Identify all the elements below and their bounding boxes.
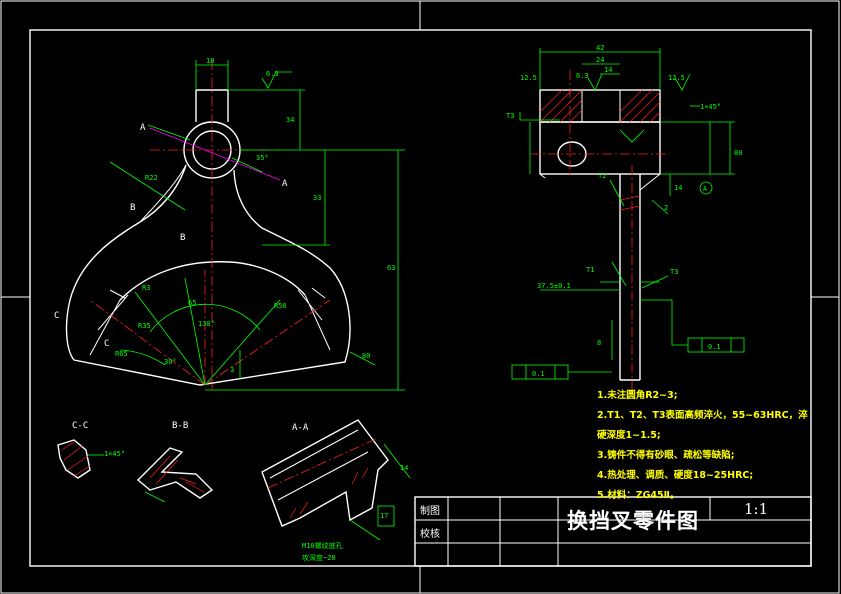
section-line-aa — [149, 127, 281, 181]
fork-outline — [65, 164, 351, 386]
fork-side-view — [511, 48, 745, 395]
title-block — [414, 496, 812, 567]
datum-a-label: A — [703, 185, 708, 193]
dim-r22 — [109, 161, 186, 211]
note-2: 2.T1、T2、T3表面高频淬火，55~63HRC，淬 — [597, 410, 808, 421]
dim-33: 33 — [313, 194, 321, 202]
dim-34: 34 — [286, 116, 294, 124]
note-6: 5.材料：ZG45Ⅱ。 — [597, 490, 680, 501]
section-aa — [261, 419, 411, 541]
section-cc — [57, 439, 104, 479]
tol-right: 0.1 — [708, 343, 721, 351]
dim-r3 — [134, 291, 206, 386]
hub-block-top — [539, 89, 661, 123]
dim-8: 8 — [597, 339, 601, 347]
fork-inner-arc — [119, 261, 306, 301]
dim-arc-130 — [149, 303, 261, 333]
label-c-left: C — [54, 311, 59, 321]
hub-hatching — [539, 89, 661, 123]
fork-radial-lines — [89, 270, 331, 386]
hub-boss — [195, 89, 229, 122]
label-section-bb: B-B — [172, 421, 188, 431]
t3-leader — [519, 112, 560, 121]
dim-r35-label: R35 — [138, 322, 151, 330]
dim-63: 63 — [387, 264, 395, 272]
aa-note-1: M10螺纹底孔 — [302, 541, 343, 550]
dim-arc-30 — [119, 349, 166, 366]
dim-24: 24 — [596, 56, 604, 64]
roughness-symbol — [261, 71, 292, 89]
datum-a-circle — [699, 181, 713, 195]
title-drawn-label: 制图 — [420, 506, 440, 517]
fork-inner-edge — [139, 164, 187, 223]
drawing-title: 换挡叉零件图 — [567, 509, 699, 533]
fork-tip-edge-left — [109, 289, 126, 299]
roughness-label: 6.3 — [266, 70, 279, 78]
dim-35-label: 35° — [256, 154, 269, 162]
note-4: 3.铸件不得有砂眼、疏松等缺陷; — [597, 450, 735, 461]
dim-r65 — [184, 277, 206, 386]
dim-30-label: 30° — [164, 358, 177, 366]
dim-r65b-label: R65 — [115, 350, 128, 358]
note-3: 硬深度1~1.5; — [597, 430, 661, 441]
label-t2: T2 — [598, 172, 606, 180]
label-section-aa: A-A — [292, 423, 309, 433]
dim-125b: 12.5 — [668, 74, 685, 82]
dim-375: 37.5±0.1 — [537, 282, 571, 290]
label-t3-top: T3 — [506, 112, 514, 120]
dim-14b: 14 — [674, 184, 682, 192]
fork-tip-left — [89, 294, 129, 356]
note-5: 4.热处理、调质、硬度18~25HRC; — [597, 470, 754, 481]
fork-stem — [619, 174, 641, 381]
dim-2: 2 — [664, 204, 668, 212]
dim-a-leader — [147, 124, 191, 141]
dim-3-label: 3 — [230, 366, 234, 374]
note-1: 1.未注圆角R2~3; — [597, 390, 678, 401]
label-c-right: C — [104, 339, 109, 349]
dim-line-2 — [651, 199, 669, 215]
dim-80-label: 80 — [362, 352, 370, 360]
tol-left: 0.1 — [532, 370, 545, 378]
label-a-top: A — [140, 123, 146, 133]
aa-note-2: 攻深度~28 — [302, 553, 336, 562]
aa-dim-14: 14 — [400, 464, 408, 472]
label-b-right: B — [180, 233, 185, 243]
drawing-scale: 1:1 — [744, 500, 769, 518]
dim-80r: 80 — [734, 149, 742, 157]
fork-front-view — [65, 60, 405, 391]
dim-35-leader — [231, 157, 263, 173]
dim-125: 12.5 — [520, 74, 537, 82]
roughness-right — [619, 129, 645, 143]
dim-r50-label: R50 — [274, 302, 287, 310]
label-t3-bottom: T3 — [670, 268, 678, 276]
dim-r3-label: R3 — [142, 284, 150, 292]
stem-hatching — [619, 195, 641, 211]
label-a-bottom: A — [282, 179, 288, 189]
dim-63r: 6.3 — [576, 72, 589, 80]
fork-tip-right — [297, 289, 331, 351]
cc-chamfer: 1×45° — [104, 450, 125, 458]
dim-r50 — [204, 299, 281, 386]
t2-leader — [609, 179, 625, 207]
dim-14: 14 — [604, 66, 612, 74]
aa-dim-17: 17 — [380, 512, 388, 520]
dim-chamfer: 1×45° — [700, 103, 721, 111]
dim-r22-label: R22 — [145, 174, 158, 182]
label-t1: T1 — [586, 266, 594, 274]
dim-r65-label: 65 — [188, 299, 196, 307]
section-bb — [136, 447, 214, 503]
dim-42: 42 — [596, 44, 604, 52]
dim-80 — [349, 351, 376, 366]
dim-130-label: 130° — [198, 320, 215, 328]
dim-18: 18 — [206, 57, 214, 65]
hub-block-body — [539, 121, 661, 175]
label-b-left: B — [130, 203, 135, 213]
fork-tip-edge-right — [311, 287, 326, 299]
title-checked-label: 校核 — [420, 529, 440, 540]
frame-border — [29, 29, 812, 567]
label-section-cc: C-C — [72, 421, 88, 431]
